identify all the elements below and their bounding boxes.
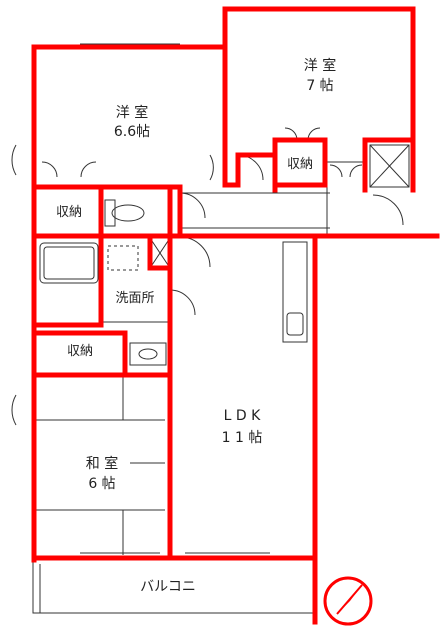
room-name-japanese: 和 室 [86, 455, 118, 472]
room-size-ldk: 1 1 帖 [222, 430, 263, 446]
room-size-japanese: 6 帖 [88, 476, 115, 492]
room-size-western-b: 7 帖 [306, 78, 333, 94]
balcony-label: バルコニ [140, 579, 196, 595]
room-name-western-a: 洋 室 [116, 104, 148, 121]
room-name-western-b: 洋 室 [304, 57, 336, 74]
room-name-ldk: L D K [224, 408, 261, 424]
walls [31, 6, 440, 625]
north-arrow-icon [323, 576, 373, 626]
storage-label-middle: 収納 [67, 344, 93, 359]
interior-lines [11, 10, 410, 614]
room-size-western-a: 6.6帖 [114, 124, 150, 140]
storage-label-top: 収納 [287, 157, 313, 172]
storage-label-left: 収納 [56, 205, 82, 220]
washroom-label: 洗面所 [115, 291, 154, 306]
